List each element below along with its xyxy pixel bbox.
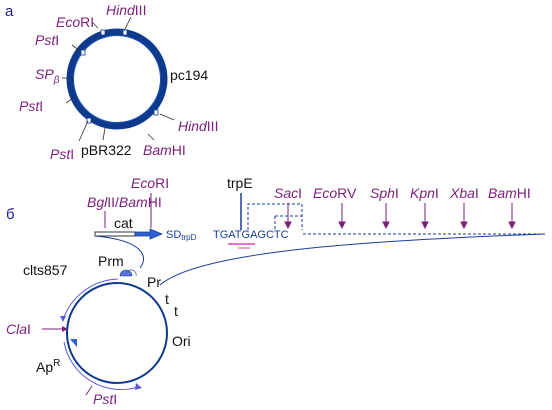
site-psti-2-a: PstI (19, 98, 43, 114)
site-psti-b: PstI (93, 391, 117, 407)
site-hindiii-right-a: HindIII (178, 118, 218, 134)
label-trpe: trpE (227, 175, 253, 191)
label-ori: Ori (172, 333, 191, 349)
site-psti-1-a: PstI (35, 32, 59, 48)
cat-gene-arrow (134, 228, 164, 240)
site-sp-beta: SPβ (35, 66, 60, 86)
site-saci: SacI (274, 185, 302, 201)
vector-stub (94, 231, 136, 237)
label-pr: Pr (147, 274, 161, 290)
site-kpni: KpnI (410, 185, 439, 201)
site-bamhi-b: BamHI (488, 185, 531, 201)
label-sd-trpd: SDtrpD (166, 229, 197, 242)
panel-b-plasmid-ring (66, 282, 168, 384)
label-prm: Prm (98, 253, 124, 269)
panel-a-site-markers (80, 29, 159, 124)
site-ecori-b: EcoRI (131, 175, 169, 191)
label-clts857: clts857 (23, 262, 68, 278)
marker-hindiii-right (153, 109, 159, 116)
site-bamhi-a: BamHI (143, 142, 186, 158)
label-apr: ApR (36, 358, 60, 375)
clts857-arrowhead (60, 316, 66, 322)
clai-arrowhead (62, 326, 68, 332)
site-arrows (104, 193, 516, 230)
panel-a-plasmid-ring (66, 28, 168, 130)
label-t2: t (174, 303, 178, 319)
site-clai: ClaI (6, 321, 31, 337)
apr-marker (70, 339, 77, 347)
panel-b-letter: б (6, 206, 15, 223)
prm-promoter (119, 269, 133, 277)
panel-a-site-leaders (62, 16, 175, 142)
site-ecorv: EcoRV (313, 185, 357, 201)
trpe-dashed-bracket (247, 203, 303, 230)
sequence-text: TGATGAGCTC (213, 229, 289, 241)
marker-ecori (100, 29, 106, 36)
apr-arrowhead (135, 383, 142, 390)
clts857-arc-arrow (62, 278, 119, 321)
pr-promoter (127, 269, 137, 277)
marker-psti-2 (86, 117, 92, 124)
site-hindiii-top-a: HindIII (106, 2, 146, 18)
backbone-curve-inner (94, 235, 145, 269)
label-cat: cat (114, 215, 133, 231)
site-sphi: SphI (370, 185, 399, 201)
label-pbr322: pBR322 (81, 142, 132, 158)
psti-arrow (85, 385, 93, 396)
site-ecori-a: EcoRI (56, 14, 94, 30)
panel-a-letter: а (5, 3, 14, 20)
apr-arc-arrow (63, 341, 139, 391)
site-psti-3-a: PstI (50, 146, 74, 162)
site-xbai: XbaI (449, 185, 479, 201)
marker-hindiii-top (122, 29, 128, 36)
marker-psti-1 (80, 49, 86, 56)
label-t1: t (165, 291, 169, 307)
backbone-curve (159, 233, 546, 286)
site-bglii-bamhi: BglII/BamHI (87, 194, 162, 210)
panel-a-plasmid-ring-inner (73, 35, 161, 123)
label-pc194: pc194 (170, 67, 208, 83)
